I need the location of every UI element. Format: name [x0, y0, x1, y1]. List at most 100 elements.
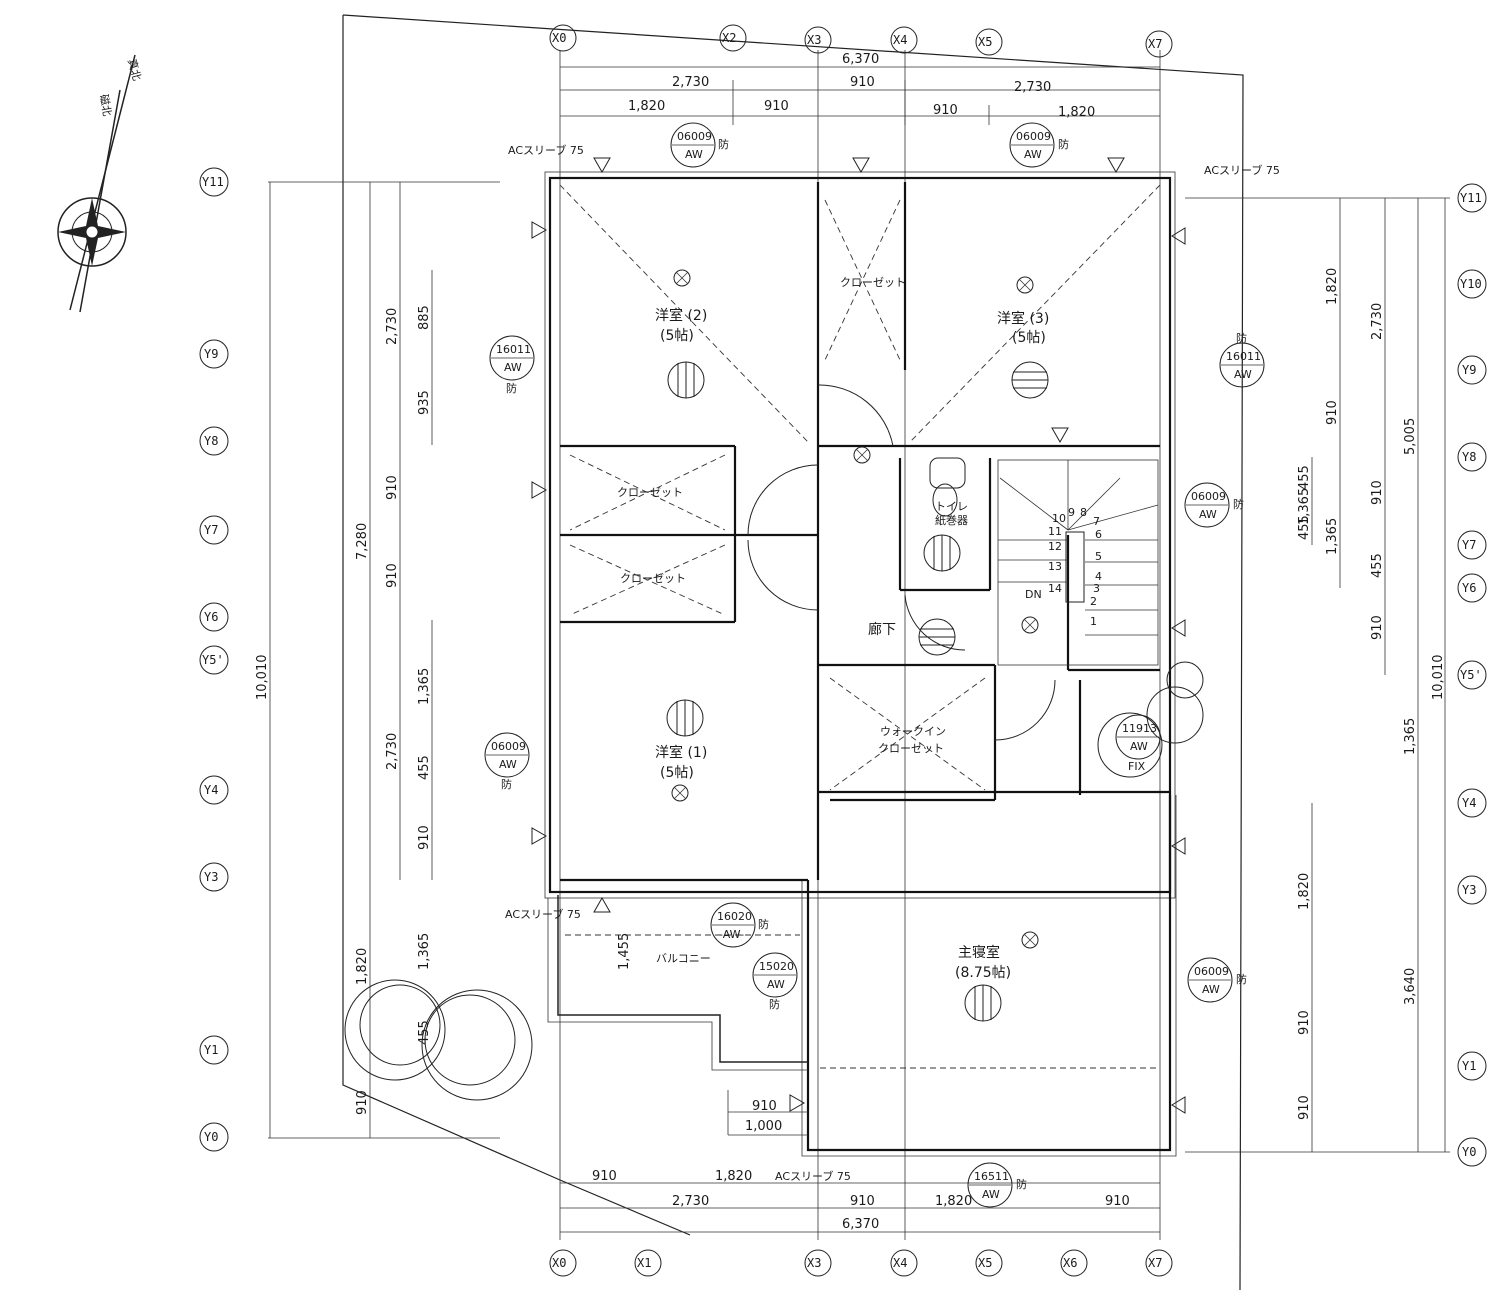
- stairs-down-label: DN: [1025, 588, 1042, 601]
- grid-bubble: Y11: [199, 167, 229, 197]
- dim-right: 1,365: [1403, 718, 1418, 755]
- dim-left: 910: [385, 563, 400, 588]
- dimension-lines-left: 10,010 7,280 2,730 2,730 1,820 910 910 1…: [255, 182, 433, 1138]
- stair-number: 13: [1048, 560, 1062, 573]
- svg-text:X4: X4: [893, 1256, 907, 1270]
- grid-bubble: Y9: [1457, 355, 1487, 385]
- svg-text:Y5': Y5': [1460, 668, 1482, 682]
- grid-bubble: X5: [975, 1249, 1003, 1277]
- ceiling-light-icon: [853, 446, 871, 464]
- ceiling-light-icon: [673, 269, 691, 287]
- dim-top: 1,820: [628, 99, 665, 114]
- dim-top: 910: [764, 99, 789, 114]
- ceiling-light-icon: [1021, 931, 1039, 949]
- grid-bubble: X1: [634, 1249, 662, 1277]
- master-bedroom-size: (8.75帖): [955, 965, 1011, 981]
- dim-right: 910: [1370, 615, 1385, 640]
- svg-text:X7: X7: [1148, 37, 1162, 51]
- svg-text:Y10: Y10: [1460, 277, 1482, 291]
- dim-right: 1,820: [1297, 873, 1312, 910]
- stair-number: 8: [1080, 506, 1087, 519]
- stair-number: 2: [1090, 595, 1097, 608]
- svg-text:AW: AW: [1024, 148, 1042, 161]
- svg-text:X3: X3: [807, 33, 821, 47]
- dim-balcony: 1,000: [745, 1119, 782, 1134]
- grid-bubble: X3: [804, 26, 832, 54]
- interior-walls: [560, 182, 1160, 1069]
- dim-right: 455: [1370, 553, 1385, 578]
- grid-bubble: Y10: [1457, 269, 1487, 299]
- svg-text:AW: AW: [1199, 508, 1217, 521]
- stair-number: 12: [1048, 540, 1062, 553]
- grid-bubble: Y6: [199, 602, 229, 632]
- grid-bubble: Y9: [199, 339, 229, 369]
- grid-bubble: Y8: [1457, 442, 1487, 472]
- svg-text:AW: AW: [499, 758, 517, 771]
- dim-left: 455: [417, 755, 432, 780]
- stair-number: 1: [1090, 615, 1097, 628]
- walkin-closet-label: ウォークイン: [880, 725, 946, 738]
- svg-text:AW: AW: [1234, 368, 1252, 381]
- svg-text:11913: 11913: [1122, 722, 1157, 735]
- room-3-size: (5帖): [1012, 330, 1046, 346]
- stair-number: 5: [1095, 550, 1102, 563]
- svg-text:16511: 16511: [974, 1170, 1009, 1183]
- grid-bubble: Y0: [199, 1122, 229, 1152]
- closet-label: クローゼット: [620, 572, 686, 585]
- svg-text:防: 防: [758, 917, 769, 931]
- dim-right: 910: [1370, 480, 1385, 505]
- dim-right: 455: [1297, 465, 1312, 490]
- dim-left: 910: [355, 1090, 370, 1115]
- ac-sleeve-labels: ACスリーブ 75 ACスリーブ 75 ACスリーブ 75 ACスリーブ 75: [505, 143, 1280, 1183]
- svg-text:防: 防: [1016, 1177, 1027, 1191]
- toilet-label: トイレ: [935, 500, 968, 513]
- dim-bottom: 1,820: [935, 1194, 972, 1209]
- grid-bubble: Y0: [1457, 1137, 1487, 1167]
- dim-left: 1,365: [417, 668, 432, 705]
- stair-number: 9: [1068, 506, 1075, 519]
- dim-right: 1,820: [1325, 268, 1340, 305]
- grid-bubble: Y4: [1457, 788, 1487, 818]
- dim-left: 7,280: [355, 523, 370, 560]
- dim-right: 3,640: [1403, 968, 1418, 1005]
- dim-left: 2,730: [385, 308, 400, 345]
- dim-right: 910: [1297, 1095, 1312, 1120]
- ac-sleeve-label: ACスリーブ 75: [1204, 163, 1280, 177]
- grid-bubble: Y7: [199, 515, 229, 545]
- grid-bubble: Y3: [199, 862, 229, 892]
- svg-text:16020: 16020: [717, 910, 752, 923]
- dim-bottom: 910: [1105, 1194, 1130, 1209]
- ac-sleeve-label: ACスリーブ 75: [775, 1169, 851, 1183]
- room-1-size: (5帖): [660, 765, 694, 781]
- grid-bubble: X0: [549, 1249, 577, 1277]
- stair-number: 14: [1048, 582, 1062, 595]
- svg-text:Y4: Y4: [204, 783, 218, 797]
- svg-text:AW: AW: [504, 361, 522, 374]
- closet-label: クローゼット: [840, 276, 906, 289]
- svg-text:Y3: Y3: [1462, 883, 1476, 897]
- ceiling-light-icon: [1021, 616, 1039, 634]
- svg-text:X0: X0: [552, 31, 566, 45]
- svg-text:15020: 15020: [759, 960, 794, 973]
- svg-text:Y8: Y8: [204, 434, 218, 448]
- svg-text:06009: 06009: [491, 740, 526, 753]
- dim-bottom: 2,730: [672, 1194, 709, 1209]
- north-compass: 真北 磁北: [57, 54, 144, 313]
- dim-right: 910: [1297, 1010, 1312, 1035]
- ac-sleeve-label: ACスリーブ 75: [505, 907, 581, 921]
- svg-text:Y7: Y7: [204, 523, 218, 537]
- paper-holder-label: 紙巻器: [935, 513, 968, 527]
- stair-number: 7: [1093, 515, 1100, 528]
- grid-bubbles-left: Y11 Y9 Y8 Y7 Y6 Y5' Y4 Y3 Y1 Y0: [199, 167, 229, 1152]
- stair-number: 4: [1095, 570, 1102, 583]
- ceiling-light-icon: [1016, 276, 1034, 294]
- dim-balcony: 1,455: [617, 933, 632, 970]
